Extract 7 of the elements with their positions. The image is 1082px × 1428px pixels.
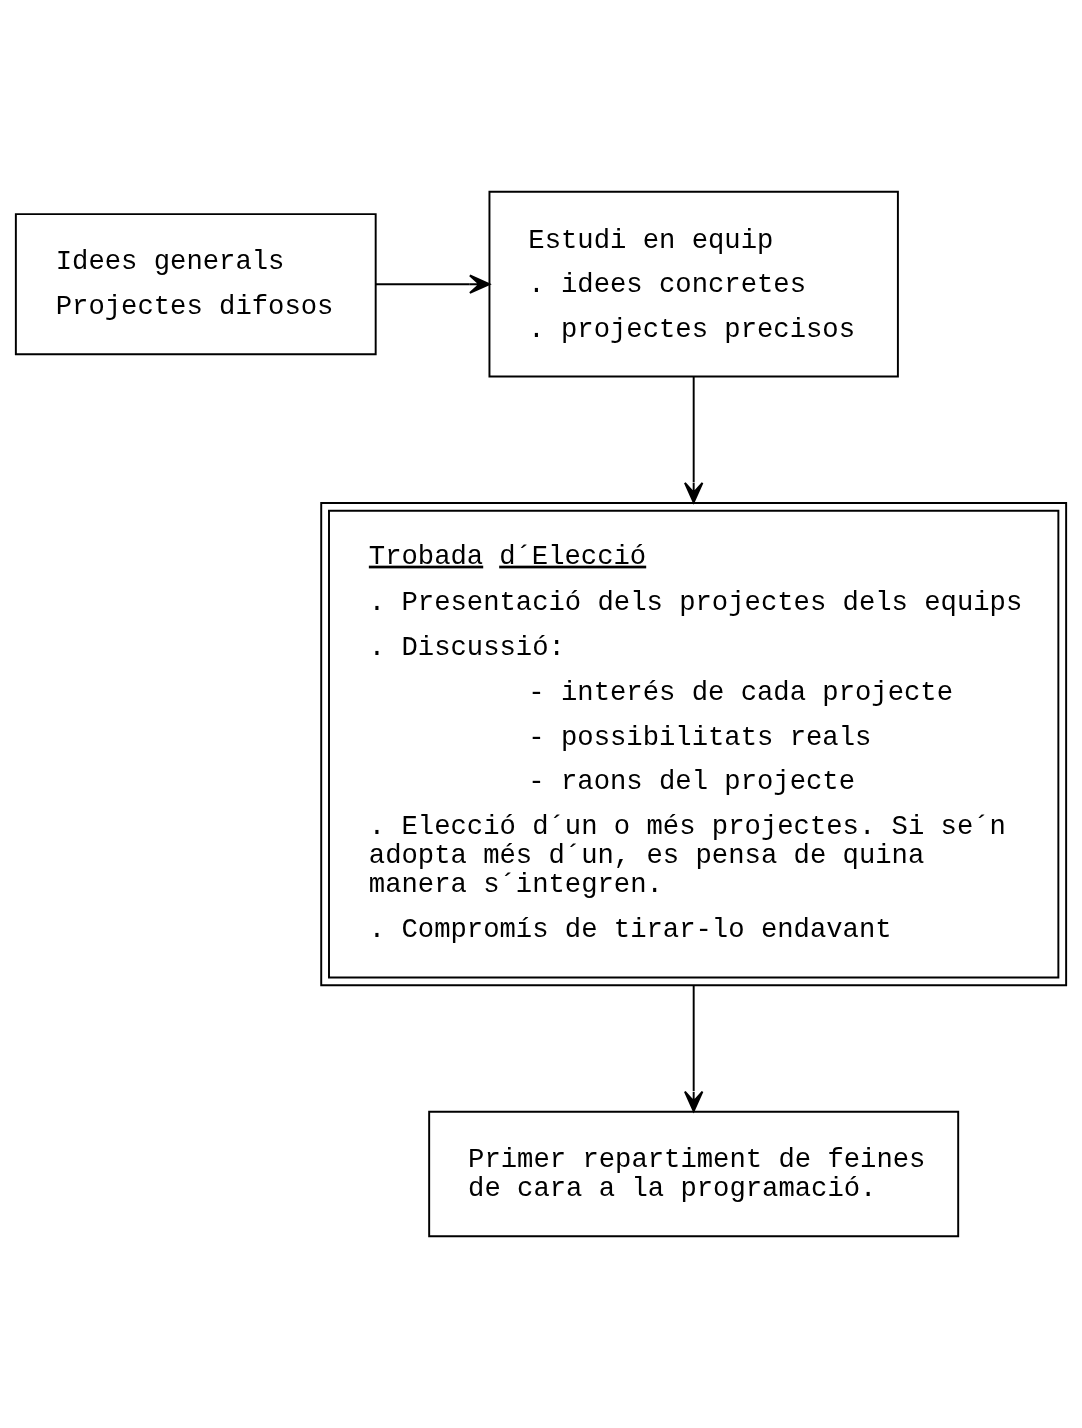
arrow xyxy=(374,274,491,294)
arrow xyxy=(683,375,704,504)
arrow xyxy=(683,984,704,1113)
node-box: Primer repartiment de feines de cara a la programació. xyxy=(428,1110,960,1238)
node-box: Trobada d´Elecció . Presentació dels projectes dels equips . Discussió: - interés de cada projecte - possibilitats reals - raons del projecte . Elecció d´un o més projectes. Si se´n adopta més d´un, es pensa de quina manera s´integren. . Compromís de tirar-lo endavant xyxy=(320,502,1068,987)
node-box: Idees generals Projectes difosos xyxy=(14,213,377,356)
node-box: Estudi en equip . idees concretes . projectes precisos xyxy=(488,190,899,378)
